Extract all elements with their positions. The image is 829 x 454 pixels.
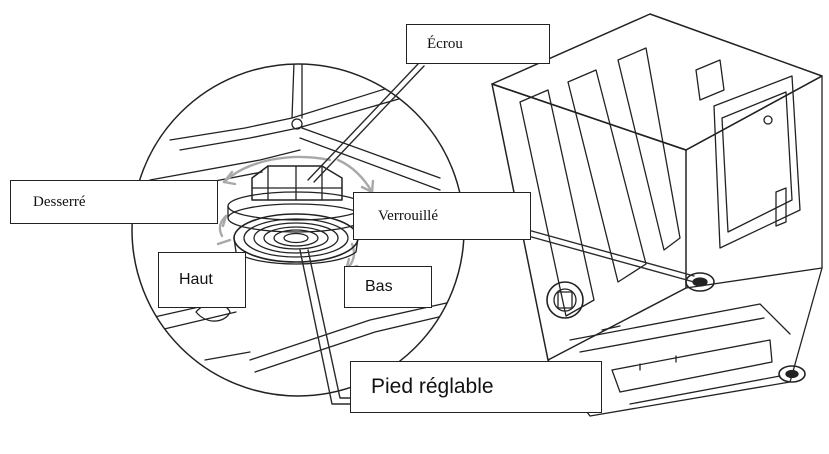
adjustable-foot-label-text: Pied réglable	[371, 375, 494, 398]
down-label-text: Bas	[365, 278, 393, 295]
locked-label-text: Verrouillé	[378, 207, 438, 224]
loosened-label: Desserré	[10, 180, 218, 224]
adjustable-foot-label: Pied réglable	[350, 361, 602, 413]
leader-lines	[299, 63, 695, 405]
washing-machine-illustration	[491, 13, 823, 417]
up-label: Haut	[158, 252, 246, 308]
down-label: Bas	[344, 266, 432, 308]
up-label-text: Haut	[179, 271, 213, 288]
foot-assembly	[227, 165, 365, 265]
locked-label: Verrouillé	[353, 192, 531, 240]
nut-label-text: Écrou	[427, 35, 463, 52]
loosened-label-text: Desserré	[33, 193, 86, 210]
nut-label: Écrou	[406, 24, 550, 64]
